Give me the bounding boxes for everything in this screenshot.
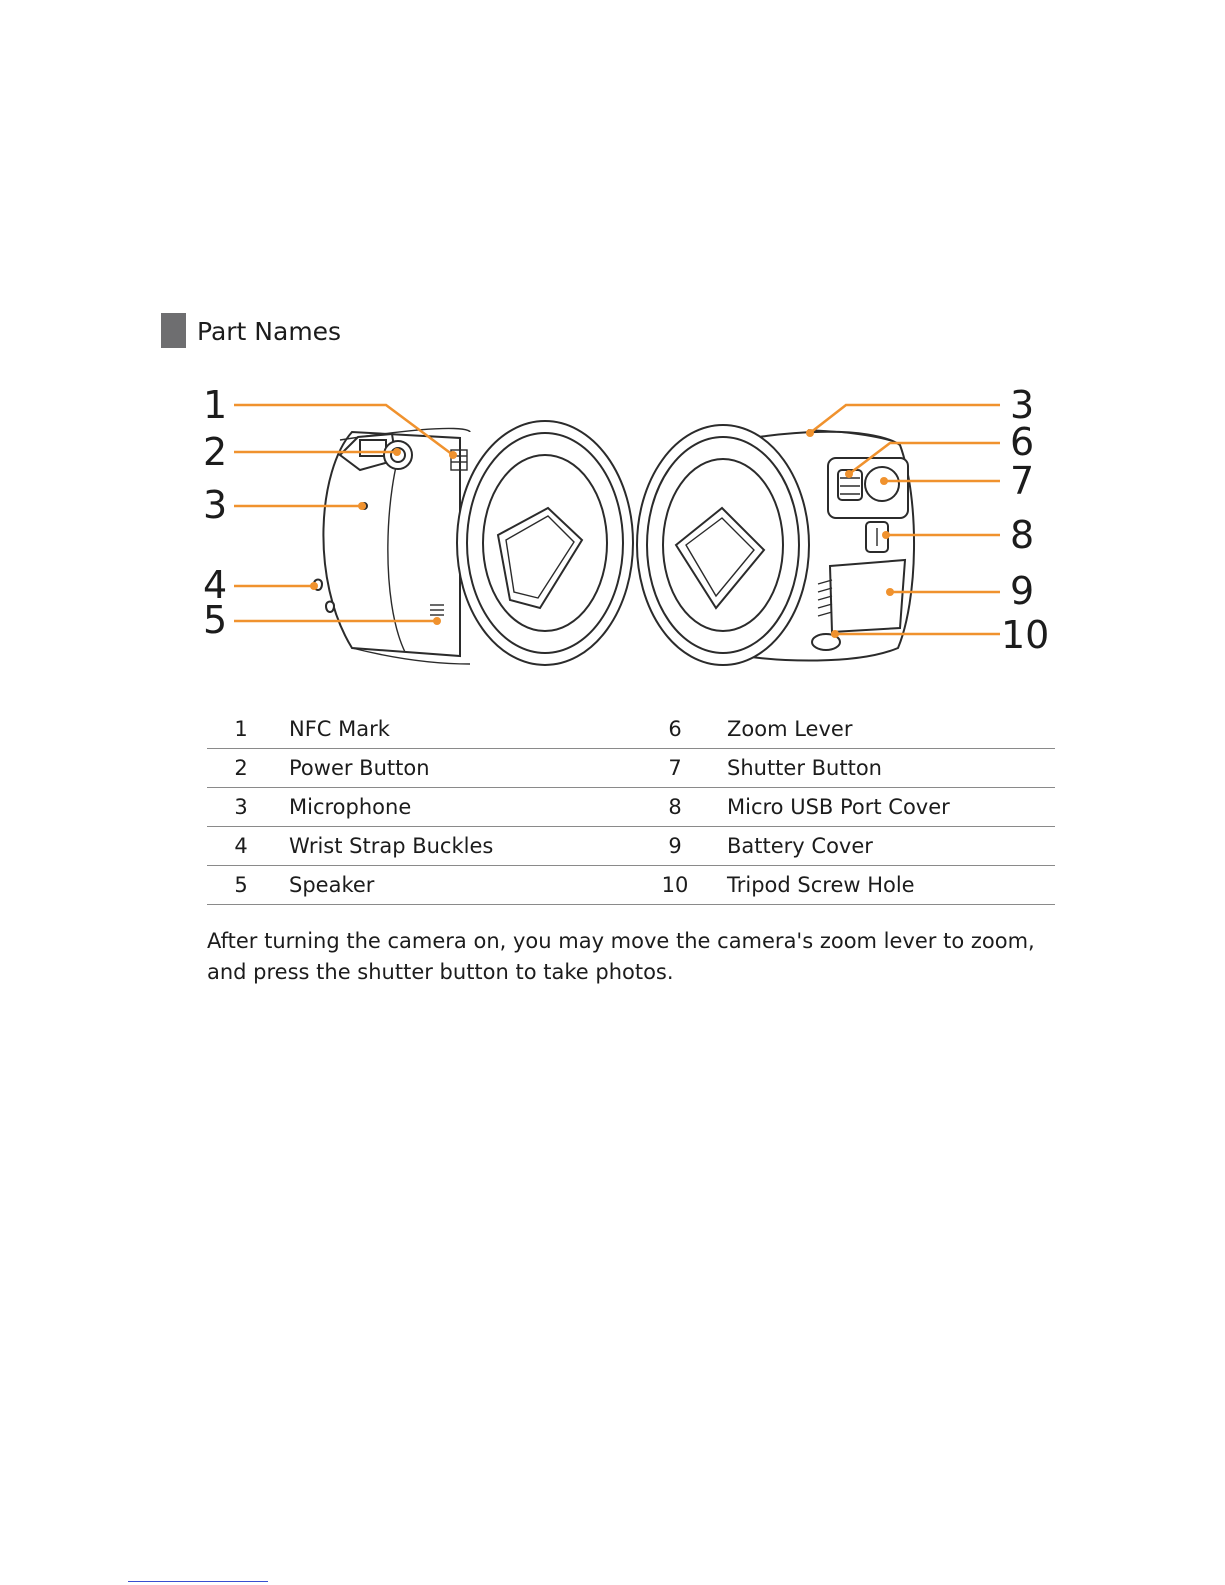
table-row: 2 Power Button 7 Shutter Button	[207, 749, 1055, 788]
part-number: 6	[668, 717, 682, 741]
callout-number: 1	[203, 383, 227, 427]
callout-number: 3	[203, 483, 227, 527]
callout-number: 5	[203, 598, 227, 642]
callout-number: 7	[1010, 459, 1034, 503]
part-number: 10	[661, 873, 689, 897]
part-name: NFC Mark	[289, 717, 390, 741]
part-name: Battery Cover	[727, 834, 873, 858]
camera-parts-diagram: 1 2 3 4 5 3 6 7 8 9 10	[203, 383, 1049, 666]
part-number: 7	[668, 756, 682, 780]
callout-number: 9	[1010, 569, 1034, 613]
right-camera-illustration	[636, 424, 916, 666]
part-number: 1	[234, 717, 248, 741]
table-row: 3 Microphone 8 Micro USB Port Cover	[207, 788, 1055, 827]
part-number: 3	[234, 795, 248, 819]
part-name: Tripod Screw Hole	[727, 873, 915, 897]
callout-number: 10	[1001, 613, 1049, 657]
part-name: Speaker	[289, 873, 375, 897]
callout-number: 4	[203, 563, 227, 607]
part-number: 5	[234, 873, 248, 897]
part-name: Power Button	[289, 756, 430, 780]
callout-number: 2	[203, 430, 227, 474]
callout-numbers: 1 2 3 4 5 3 6 7 8 9 10	[203, 383, 1049, 657]
part-name: Micro USB Port Cover	[727, 795, 950, 819]
part-number: 8	[668, 795, 682, 819]
part-number: 2	[234, 756, 248, 780]
part-number: 4	[234, 834, 248, 858]
left-camera-illustration	[312, 420, 634, 666]
part-name: Wrist Strap Buckles	[289, 834, 494, 858]
callout-number: 8	[1010, 513, 1034, 557]
section-title: Part Names	[197, 317, 342, 346]
leader-lines	[234, 403, 1000, 638]
callout-number: 6	[1010, 420, 1034, 464]
part-number: 9	[668, 834, 682, 858]
table-row: 5 Speaker 10 Tripod Screw Hole	[207, 866, 1055, 905]
callout-number: 3	[1010, 383, 1034, 427]
part-name: Microphone	[289, 795, 412, 819]
table-row: 1 NFC Mark 6 Zoom Lever	[207, 710, 1055, 749]
table-row: 4 Wrist Strap Buckles 9 Battery Cover	[207, 827, 1055, 866]
section-marker	[161, 313, 186, 348]
part-name: Zoom Lever	[727, 717, 853, 741]
instruction-paragraph: After turning the camera on, you may mov…	[207, 929, 1035, 984]
parts-table: 1 NFC Mark 6 Zoom Lever 2 Power Button 7…	[207, 710, 1055, 905]
part-name: Shutter Button	[727, 756, 882, 780]
footer-rule	[128, 1581, 268, 1582]
